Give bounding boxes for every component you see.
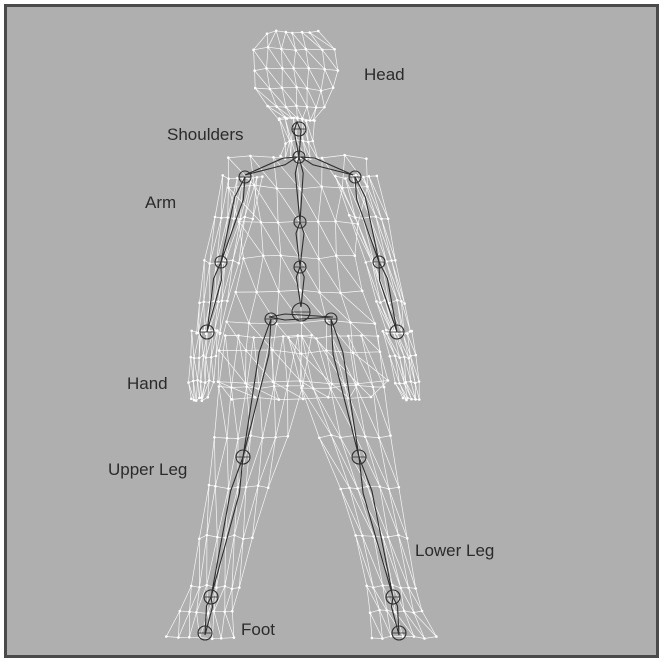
bone-spine-mid bbox=[296, 222, 304, 267]
head-mesh bbox=[252, 29, 339, 121]
right-arm-mesh-edges bbox=[335, 175, 410, 333]
label-arm: Arm bbox=[145, 193, 176, 213]
left-arm-mesh bbox=[195, 174, 263, 335]
left-leg-mesh bbox=[165, 334, 313, 640]
character-rig-figure bbox=[7, 7, 656, 655]
viewport: Head Shoulders Arm Hand Upper Leg Lower … bbox=[4, 4, 659, 658]
bone-shin-right bbox=[359, 457, 393, 597]
wireframe-mesh bbox=[165, 29, 438, 640]
label-shoulders: Shoulders bbox=[167, 125, 244, 145]
label-head: Head bbox=[364, 65, 405, 85]
right-arm-mesh bbox=[334, 174, 412, 335]
label-hand: Hand bbox=[127, 374, 168, 394]
right-hand-mesh-edges bbox=[383, 331, 420, 400]
label-upper-leg: Upper Leg bbox=[108, 460, 187, 480]
left-hand-mesh bbox=[187, 329, 221, 402]
label-foot: Foot bbox=[241, 620, 275, 640]
right-hand-mesh bbox=[382, 330, 421, 402]
left-hand-mesh-edges bbox=[189, 330, 221, 401]
label-lower-leg: Lower Leg bbox=[415, 541, 494, 561]
